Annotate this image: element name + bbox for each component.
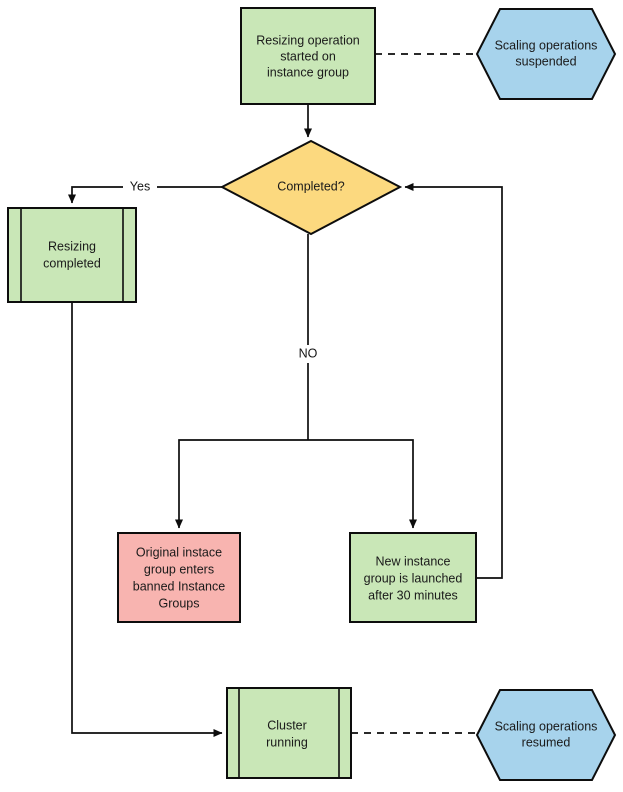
node-resizing-completed[interactable]: Resizing completed xyxy=(7,207,137,303)
node-start-line-2: started on xyxy=(280,49,336,63)
node-resizing-completed-line-1: Resizing xyxy=(48,239,96,253)
edge-label-no: NO xyxy=(299,346,318,360)
node-decision-completed[interactable]: Completed? xyxy=(219,139,403,236)
node-start-line-1: Resizing operation xyxy=(256,33,360,47)
no-label-backdrop xyxy=(292,345,324,363)
node-decision-label: Completed? xyxy=(277,179,344,193)
edge-labels-layer: Yes NO xyxy=(123,178,324,363)
edge-resizing-to-cluster xyxy=(71,302,223,737)
node-banned-line-4: Groups xyxy=(159,596,200,610)
edge-decision-yes xyxy=(68,186,222,204)
node-relaunch-line-2: group is launched xyxy=(364,571,463,585)
node-banned-line-3: banned Instance xyxy=(133,579,225,593)
node-resumed-line-1: Scaling operations xyxy=(495,719,598,733)
yes-label-backdrop xyxy=(123,178,157,196)
node-cluster-running[interactable]: Cluster running xyxy=(226,687,352,779)
node-banned-line-2: group enters xyxy=(144,562,214,576)
node-scaling-operations-resumed[interactable]: Scaling operations resumed xyxy=(475,689,617,781)
node-new-instance-group-launched[interactable]: New instance group is launched after 30 … xyxy=(349,532,477,623)
node-resizing-completed-line-2: completed xyxy=(43,256,101,270)
node-relaunch-line-3: after 30 minutes xyxy=(368,588,458,602)
edge-no-branch-left xyxy=(175,439,308,529)
connectors-layer xyxy=(68,53,503,737)
node-cluster-running-line-2: running xyxy=(266,735,308,749)
node-banned-instance-groups[interactable]: Original instace group enters banned Ins… xyxy=(117,532,241,623)
node-suspended-line-2: suspended xyxy=(515,54,576,68)
edge-no-branch-right xyxy=(308,439,417,529)
node-cluster-running-line-1: Cluster xyxy=(267,718,307,732)
edge-label-yes: Yes xyxy=(130,179,150,193)
node-scaling-operations-suspended[interactable]: Scaling operations suspended xyxy=(475,8,617,100)
node-start[interactable]: Resizing operation started on instance g… xyxy=(240,7,376,105)
node-resumed-line-2: resumed xyxy=(522,735,571,749)
edge-relaunch-to-decision xyxy=(404,183,503,579)
node-relaunch-line-1: New instance xyxy=(375,554,450,568)
node-suspended-line-1: Scaling operations xyxy=(495,38,598,52)
node-banned-line-1: Original instace xyxy=(136,545,222,559)
node-start-line-3: instance group xyxy=(267,65,349,79)
